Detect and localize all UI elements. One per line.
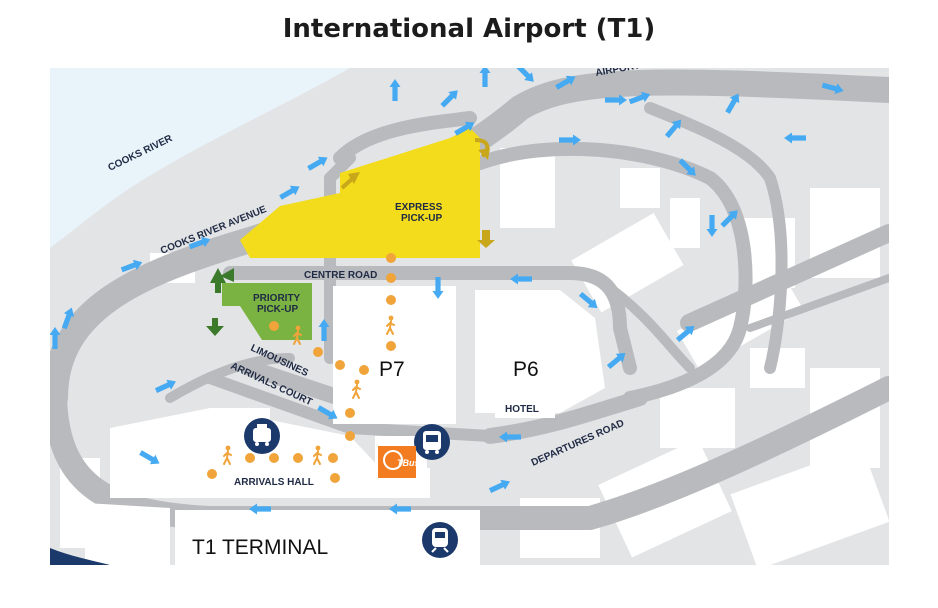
train-icon[interactable] (422, 522, 458, 558)
hotel-building (495, 396, 555, 418)
priority-pickup-label: PICK-UP (257, 304, 298, 315)
t1-terminal-label: T1 TERMINAL (192, 536, 328, 559)
express-pickup-label: PICK-UP (401, 213, 442, 224)
hotel-label: HOTEL (505, 404, 539, 415)
p7-label: P7 (379, 358, 405, 381)
pickup-direction-arrow-icon (206, 138, 495, 336)
terminal-building-west (85, 503, 170, 565)
tbus-stop[interactable]: TBus (378, 446, 420, 478)
express-label: EXPRESS (395, 202, 443, 213)
arrivals-hall-building (110, 408, 430, 498)
express-pickup-zone[interactable] (240, 128, 480, 258)
airport-drive-label: AIRPORT DR (595, 68, 659, 79)
taxi-icon[interactable] (244, 418, 280, 454)
arrivals-hall-label: ARRIVALS HALL (234, 477, 314, 488)
tbus-label: TBus (397, 458, 420, 468)
walkway-path (207, 253, 396, 483)
centre-road-label: CENTRE ROAD (304, 270, 377, 281)
priority-pickup-zone[interactable] (222, 283, 312, 340)
car-park-p6[interactable] (475, 290, 605, 413)
p6-label: P6 (513, 358, 539, 381)
map-corner (50, 548, 110, 565)
cooks-river-water (50, 68, 350, 248)
bus-icon[interactable] (414, 424, 450, 460)
page-title: International Airport (T1) (282, 14, 656, 44)
airport-map[interactable]: TBus COOKS RIVER COOKS RIVER AVENUE AIRP… (50, 68, 889, 565)
priority-label: PRIORITY (253, 293, 301, 304)
car-park-p7[interactable] (333, 286, 456, 424)
